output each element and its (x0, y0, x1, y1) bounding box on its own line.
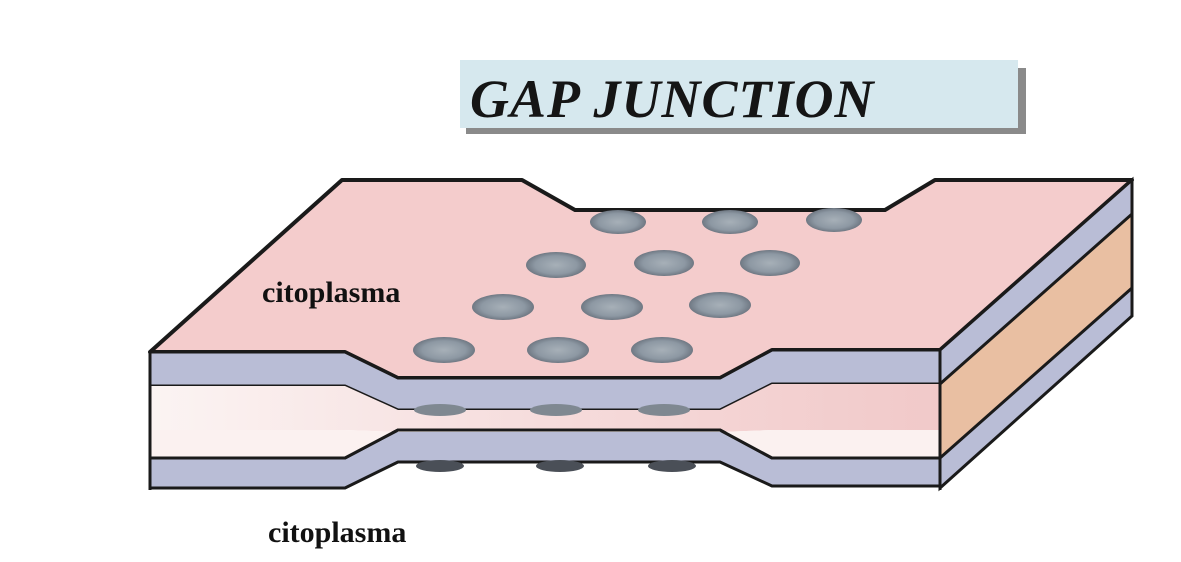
connexon (689, 292, 751, 318)
diagram-title: GAP JUNCTION (470, 69, 876, 129)
connexon (590, 210, 646, 234)
connexon (581, 294, 643, 320)
connexon (472, 294, 534, 320)
upper-cytoplasm-label: citoplasma (262, 276, 400, 309)
connexon (413, 337, 475, 363)
connexon (631, 337, 693, 363)
title-box: GAP JUNCTION (460, 60, 1026, 134)
lower-connexon-bump (536, 460, 584, 472)
connexon (806, 208, 862, 232)
connexon (702, 210, 758, 234)
connexon (526, 252, 586, 278)
gap-connexon-shadow (530, 404, 582, 416)
gap-connexon-shadow (638, 404, 690, 416)
lower-connexon-bump (416, 460, 464, 472)
lower-cytoplasm-label: citoplasma (268, 516, 406, 549)
lower-connexon-bump (648, 460, 696, 472)
connexon (527, 337, 589, 363)
connexon (740, 250, 800, 276)
gap-connexon-shadow (414, 404, 466, 416)
connexon (634, 250, 694, 276)
